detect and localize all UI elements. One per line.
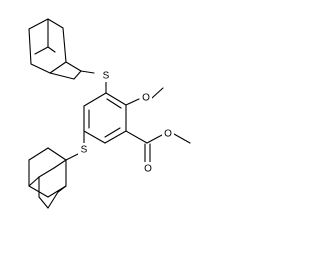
bond-ester-methyl	[173, 133, 191, 144]
sulfur-top-label: S	[103, 71, 110, 82]
bond-sulfur-bottom-cage	[65, 153, 79, 161]
methoxy-oxygen-label: O	[142, 93, 150, 104]
bond	[53, 159, 67, 169]
bond-ring-methoxy-oxygen	[125, 98, 140, 106]
atom-ester-oxygen: O	[162, 127, 174, 140]
bond	[104, 130, 127, 144]
aromatic-double-bond	[104, 127, 121, 138]
bond	[30, 63, 51, 74]
adamantyl-top	[28, 18, 82, 80]
aromatic-double-bond	[106, 98, 122, 109]
bond	[34, 46, 49, 55]
bond	[57, 185, 67, 193]
atom-sulfur-top: S	[100, 69, 112, 82]
bond	[47, 147, 67, 161]
bond	[47, 18, 64, 29]
bond	[73, 70, 82, 80]
atom-methoxy-oxygen: O	[140, 91, 152, 104]
bond	[28, 18, 49, 30]
ester-oxygen-label: O	[164, 129, 172, 140]
bond	[83, 130, 106, 144]
atom-carbonyl-oxygen: O	[141, 162, 154, 175]
chemical-structure: S O O O S	[28, 18, 191, 209]
bond	[105, 92, 127, 106]
sulfur-bottom-label: S	[81, 145, 88, 156]
bond	[47, 191, 59, 209]
adamantyl-bottom	[28, 147, 67, 209]
bond	[28, 185, 49, 198]
benzene-ring	[83, 92, 127, 144]
bond-ring-carbonyl	[125, 130, 148, 144]
bond	[47, 46, 56, 53]
bond-methoxy-methyl	[151, 87, 164, 99]
atom-sulfur-bottom: S	[78, 143, 90, 156]
bond-carbonyl-ester-oxygen	[146, 134, 163, 144]
bond	[49, 61, 67, 74]
bond	[28, 28, 32, 65]
bond	[28, 176, 40, 187]
carbonyl-oxygen-label: O	[144, 164, 152, 175]
bond	[49, 72, 75, 80]
bond	[28, 147, 49, 161]
bond	[38, 196, 49, 209]
bond	[83, 92, 107, 107]
bond-cage-sulfur-top	[80, 70, 95, 74]
bond	[38, 167, 55, 178]
bond	[65, 61, 82, 72]
bond	[62, 27, 67, 63]
